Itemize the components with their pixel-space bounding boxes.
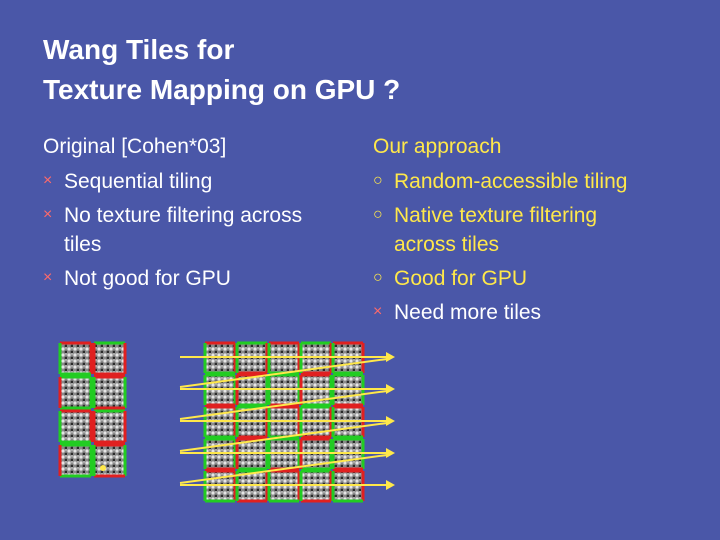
list-item: × No texture filtering across tiles [43,198,353,261]
arrow-head [386,480,395,490]
circle-mark-icon: ○ [373,206,383,223]
wang-tile [92,409,127,444]
scan-return-line [179,390,388,420]
scan-return-line [179,454,388,484]
cross-mark-icon: × [43,172,53,189]
wang-tile [58,443,93,478]
scan-order-arrows [179,352,395,490]
arrow-head [386,416,395,426]
circle-mark-icon: ○ [373,269,383,286]
list-item-text: Good for GPU [394,267,528,290]
slide-title: Wang Tiles for Texture Mapping on GPU ? [43,34,401,105]
list-item-text: Random-accessible tiling [394,170,628,193]
wang-tile [92,341,127,376]
list-item: ○ Native texture filtering across tiles [373,198,693,261]
scan-return-line [179,358,388,388]
approach-heading: Our approach [373,135,502,158]
tile-set-grid [58,341,127,478]
marker-dot [100,465,106,471]
wang-tile [58,409,93,444]
list-item: × Not good for GPU [43,261,353,295]
list-item: ○ Good for GPU [373,261,693,295]
list-item-text: Not good for GPU [64,267,231,290]
cross-mark-icon: × [373,303,383,320]
wang-tile [92,443,127,478]
original-heading: Original [Cohen*03] [43,135,227,158]
list-item-text: Native texture filtering across tiles [394,204,598,256]
wang-tile [58,375,93,410]
list-item-text: Need more tiles [394,301,542,324]
arrow-head [386,384,395,394]
arrow-head [386,448,395,458]
wang-tile [58,341,93,376]
scan-return-line [179,422,388,452]
list-item-text: Sequential tiling [64,170,213,193]
cross-mark-icon: × [43,206,53,223]
cross-mark-icon: × [43,269,53,286]
list-item-text: No texture filtering across tiles [64,204,303,256]
approach-column: Our approach ○ Random-accessible tiling … [373,130,693,329]
original-column: Original [Cohen*03] × Sequential tiling … [43,130,353,295]
list-item: ○ Random-accessible tiling [373,164,693,198]
list-item: × Sequential tiling [43,164,353,198]
tiling-illustration [58,341,395,503]
list-item: × Need more tiles [373,295,693,329]
circle-mark-icon: ○ [373,172,383,189]
wang-tile [92,375,127,410]
arrow-head [386,352,395,362]
